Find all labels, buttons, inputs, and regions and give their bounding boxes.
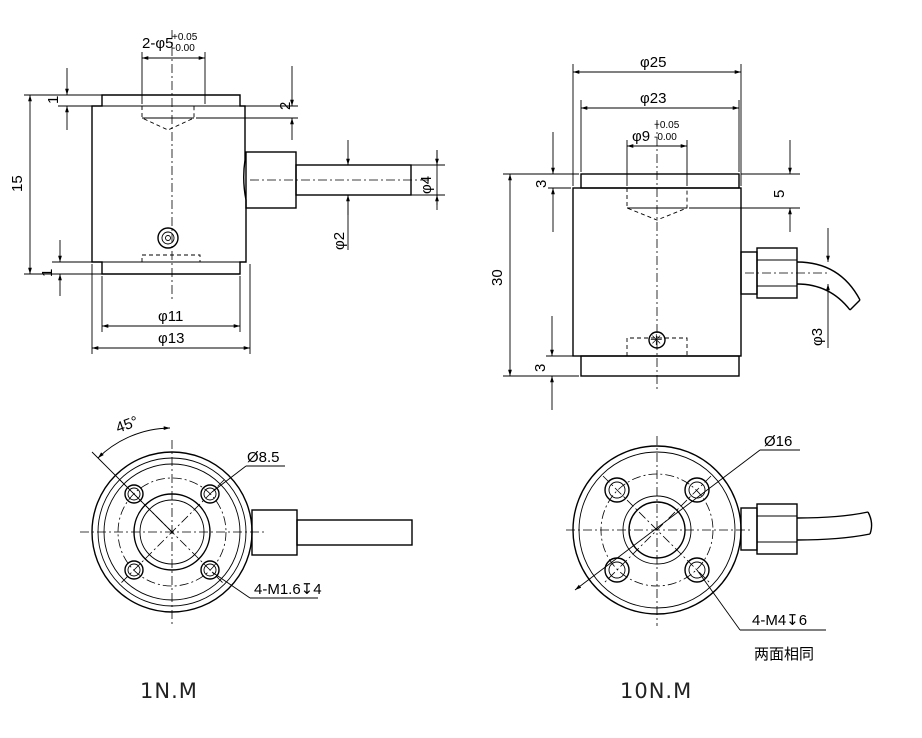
small-dia-inner-label: φ11: [158, 308, 183, 325]
large-dia-outer-label: φ25: [640, 54, 666, 71]
small-pin-tol-lower: -0.00: [172, 43, 195, 54]
large-caption: 10N.M: [620, 679, 692, 703]
small-angle-label: 45°: [114, 413, 141, 437]
large-pin-hole-label: φ9: [632, 128, 650, 145]
large-pin-depth-label: 5: [771, 190, 788, 198]
large-dia-step-label: φ23: [640, 90, 666, 107]
large-mount-holes: [604, 477, 710, 583]
small-pin-depth-label: 2: [277, 102, 294, 110]
small-pin-tol-upper: +0.05: [172, 32, 198, 43]
small-lead-dia-label: φ2: [331, 232, 348, 250]
small-mount-holes: [124, 484, 220, 580]
large-screw-mark: ✳: [650, 332, 663, 349]
small-height-label: 15: [9, 175, 26, 192]
large-top-step-label: 3: [533, 180, 550, 188]
small-side-view: 2-φ5 +0.05 -0.00 1 15 1 2 φ4 φ2: [9, 30, 445, 354]
large-bottom-step-label: 3: [532, 364, 549, 372]
large-height-label: 30: [489, 269, 506, 286]
small-pin-holes-label: 2-φ5: [142, 35, 173, 52]
small-top-step-label: 1: [45, 96, 62, 104]
small-shaft-dia-label: φ4: [418, 176, 435, 194]
small-caption: 1N.M: [140, 679, 198, 703]
small-thread-label: 4-M1.6↧4: [254, 581, 322, 598]
large-pin-tol-upper: +0.05: [654, 120, 680, 131]
small-top-view: 45° Ø8.5 4-M1.6↧4: [80, 413, 413, 625]
small-dia-outer-label: φ13: [158, 330, 184, 347]
large-note-label: 两面相同: [754, 646, 814, 663]
large-top-view: Ø16 4-M4↧6 两面相同: [566, 433, 873, 663]
small-pcd-label: Ø8.5: [247, 449, 280, 466]
large-cable-dia-label: φ3: [809, 328, 826, 346]
large-pin-tol-lower: -0.00: [654, 132, 677, 143]
large-thread-label: 4-M4↧6: [752, 612, 807, 629]
large-pcd-label: Ø16: [764, 433, 792, 450]
large-side-view: ✳ φ25 φ23 φ9 +0.05 -0.00 3: [489, 54, 861, 410]
small-bottom-step-label: 1: [39, 269, 56, 277]
